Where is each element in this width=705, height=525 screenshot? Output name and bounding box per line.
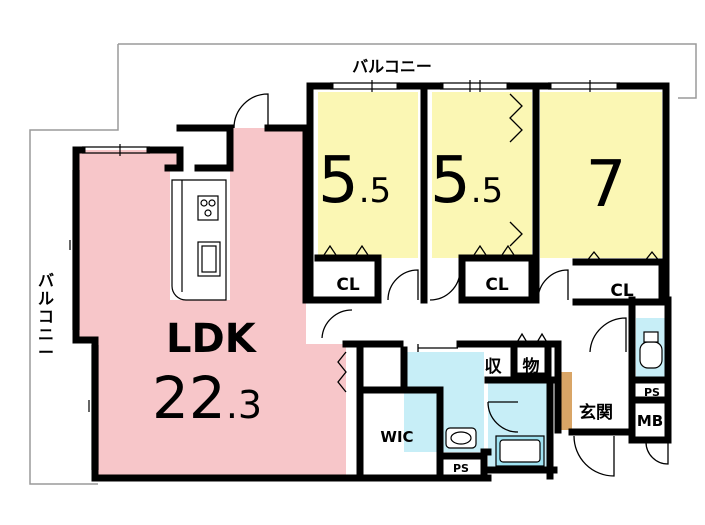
closet-2-label: CL: [485, 275, 508, 295]
bedroom-3-floor: [540, 92, 662, 258]
balcony-left-label: バ ル コ ニ ー: [38, 271, 54, 362]
doors: [233, 93, 669, 477]
balcony-outline: [29, 43, 697, 485]
storage-label-shu: 収: [485, 357, 503, 377]
toilet-icon: [639, 341, 663, 369]
balcony-top-label: バルコニー: [352, 57, 432, 76]
fixtures: [445, 331, 663, 467]
svg-text:ル: ル: [38, 289, 54, 308]
storage-label-butsu: 物: [523, 356, 540, 377]
svg-text:ニ: ニ: [38, 325, 54, 344]
closet-3-label: CL: [610, 281, 633, 301]
ps-label-bottom: PS: [453, 462, 469, 475]
bedroom-1-floor: [318, 92, 418, 258]
ldk-size: 22.3: [152, 364, 262, 432]
closet-1-label: CL: [336, 275, 359, 295]
windows: [69, 80, 620, 470]
ldk-room-name: LDK: [166, 316, 258, 362]
svg-text:コ: コ: [38, 307, 54, 326]
svg-text:ー: ー: [38, 343, 54, 362]
kitchen-counter: [171, 179, 227, 301]
bedroom-2-floor: [432, 92, 532, 258]
wic-label: WIC: [380, 428, 413, 446]
mb-label: MB: [637, 412, 663, 430]
bedroom-3-size: 7: [586, 148, 627, 222]
bedroom-1-size: 5.5: [318, 144, 391, 218]
bedroom-2-size: 5.5: [430, 144, 503, 218]
walls: [72, 82, 672, 482]
svg-text:バ: バ: [38, 271, 54, 290]
ldk-floor: [76, 128, 360, 476]
corridor-floor: [306, 300, 636, 344]
ps-label-right: PS: [644, 386, 660, 399]
genkan-label: 玄関: [579, 402, 613, 423]
